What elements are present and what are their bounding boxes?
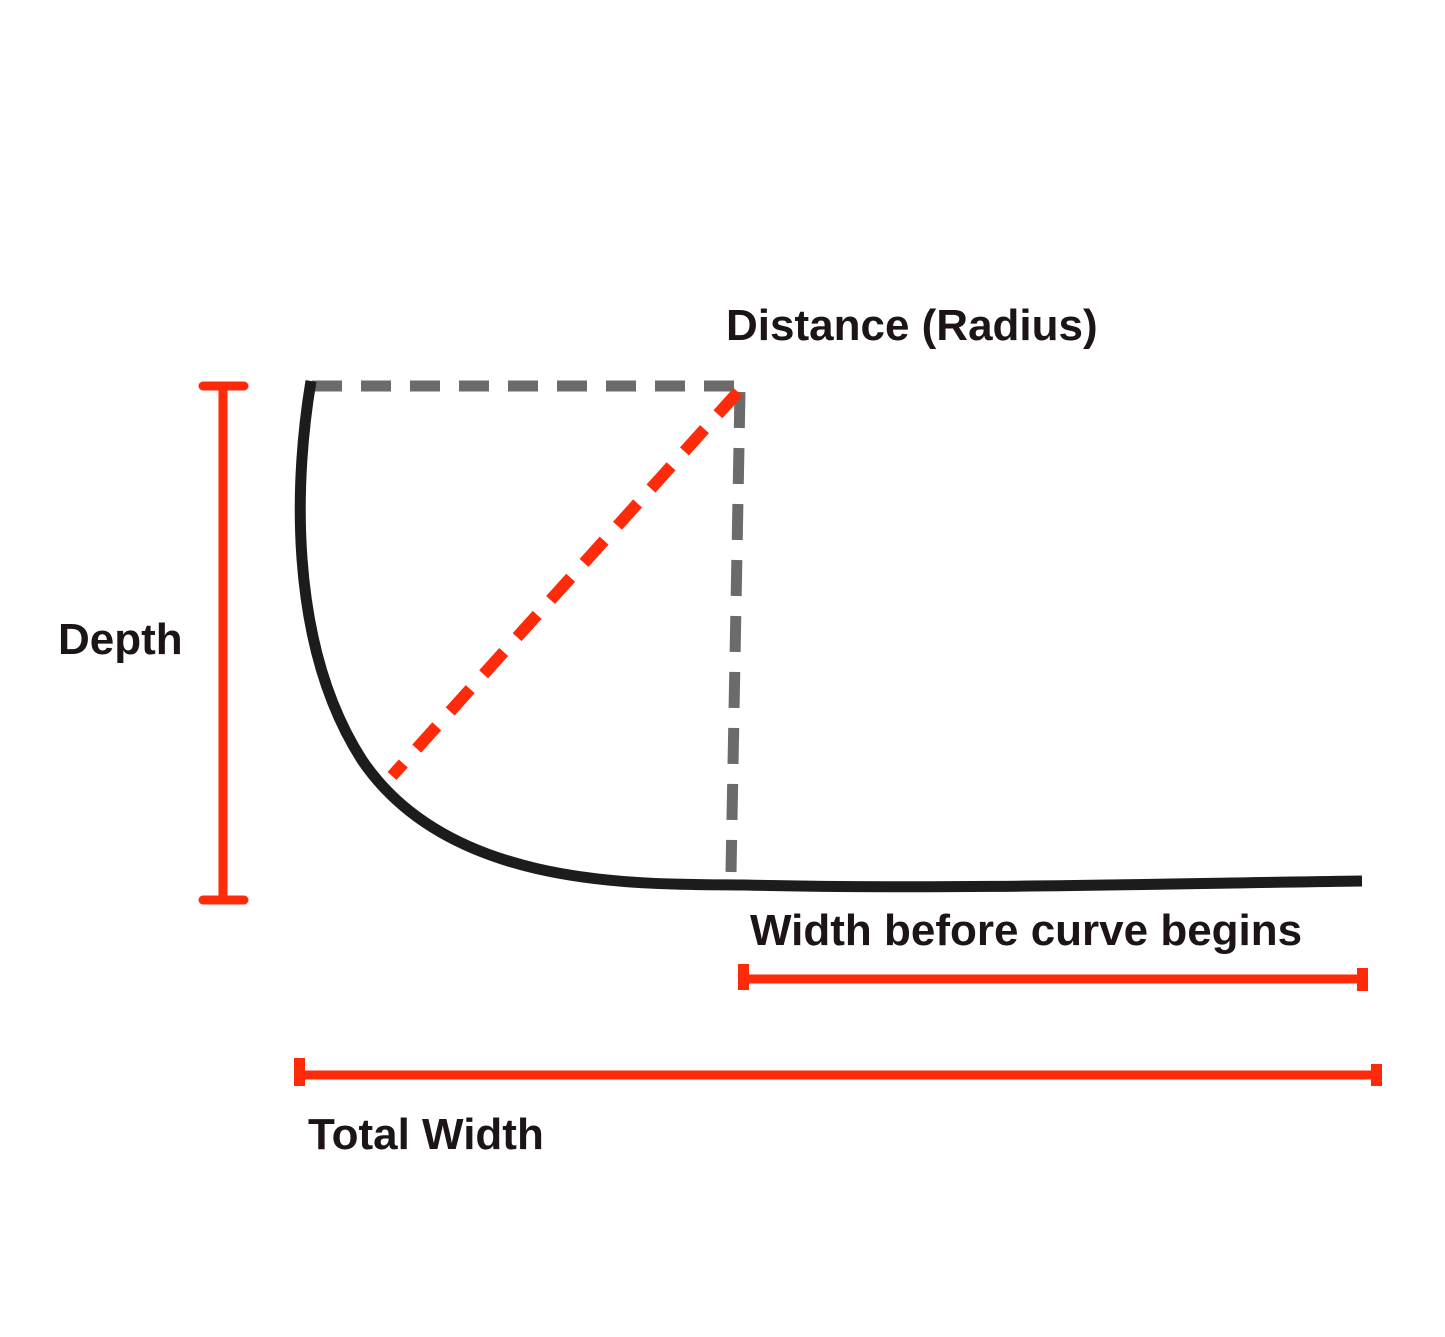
total-width-label: Total Width xyxy=(308,1110,544,1159)
total-width-measure-bar xyxy=(294,1058,1382,1086)
depth-measure-bar xyxy=(198,381,249,905)
width-before-curve-label: Width before curve begins xyxy=(750,906,1302,955)
depth-label: Depth xyxy=(58,615,183,664)
width-before-curve-measure-bar xyxy=(738,964,1368,991)
curve-profile xyxy=(294,380,1363,893)
distance-radius-label: Distance (Radius) xyxy=(726,301,1098,350)
radius-dashed-line xyxy=(387,387,743,781)
vertical-guide-dashed-line xyxy=(725,391,746,873)
